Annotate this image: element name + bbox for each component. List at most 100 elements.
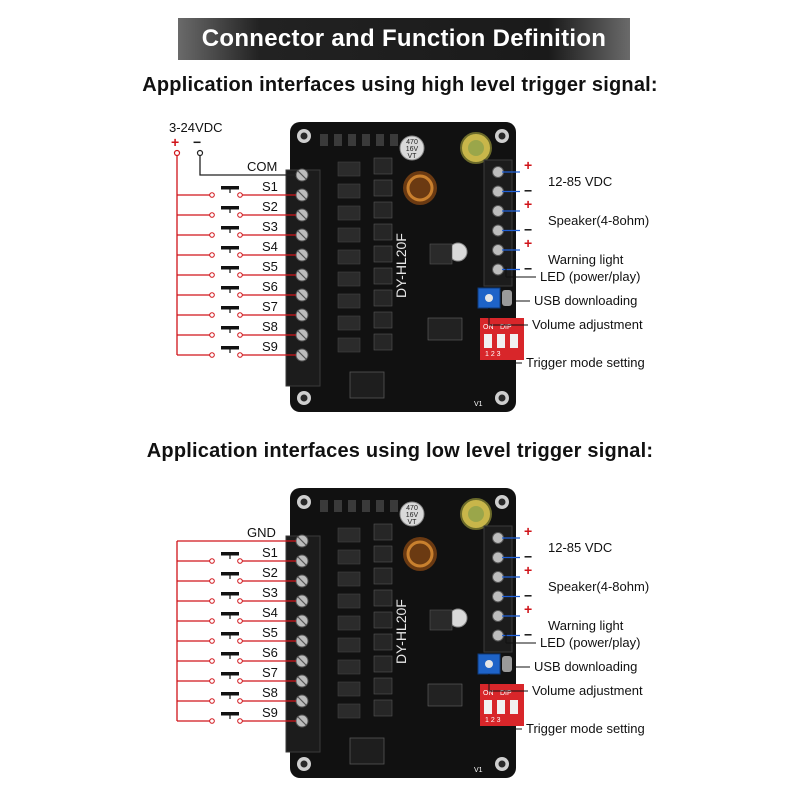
- polarity-plus: +: [524, 523, 532, 539]
- input-label-s1: S1: [262, 179, 278, 194]
- push-button-cap: [221, 712, 239, 716]
- smd-component: [390, 134, 398, 146]
- input-label-s4: S4: [262, 605, 278, 620]
- capacitor-silver: [399, 135, 425, 161]
- input-label-s6: S6: [262, 645, 278, 660]
- input-label-s8: S8: [262, 319, 278, 334]
- switch-contact: [209, 658, 215, 664]
- screw-slot: [297, 190, 307, 200]
- transistor-chip: [373, 157, 393, 175]
- input-label-s5: S5: [262, 259, 278, 274]
- push-button-cap: [221, 306, 239, 310]
- switch-contact: [237, 252, 243, 258]
- switch-contact: [209, 638, 215, 644]
- optocoupler-chip: [337, 205, 361, 221]
- polarity-minus: −: [524, 222, 532, 238]
- capacitor-silver: [399, 501, 425, 527]
- input-label-s6: S6: [262, 279, 278, 294]
- transistor-chip: [373, 633, 393, 651]
- switch-contact: [209, 292, 215, 298]
- cap-text-1: 470: [406, 505, 418, 512]
- polarity-minus: −: [524, 588, 532, 604]
- mounting-hole-center: [498, 760, 506, 768]
- supply-terminal-plus: [173, 149, 181, 157]
- switch-contact: [237, 292, 243, 298]
- optocoupler-chip: [337, 337, 361, 353]
- polarity-minus: −: [524, 627, 532, 643]
- terminal-screw-right: [492, 532, 504, 544]
- mounting-hole-center: [300, 498, 308, 506]
- switch-contact: [237, 192, 243, 198]
- smd-component: [362, 134, 370, 146]
- dip-dip-label: DIP: [500, 690, 512, 697]
- dip-lever: [497, 700, 505, 714]
- switch-contact: [237, 558, 243, 564]
- inductor-winding: [406, 174, 434, 202]
- supply-minus: −: [193, 134, 201, 150]
- smd-component: [376, 134, 384, 146]
- screw-slot: [297, 290, 307, 300]
- screw-slot: [297, 676, 307, 686]
- optocoupler-chip: [337, 681, 361, 697]
- transistor-chip: [373, 311, 393, 329]
- screw-slot: [297, 170, 307, 180]
- screw-slot: [297, 556, 307, 566]
- switch-contact: [209, 212, 215, 218]
- leader-volume: [488, 308, 528, 326]
- label-led: LED (power/play): [540, 269, 640, 284]
- screw-slot: [297, 310, 307, 320]
- polarity-minus: −: [524, 549, 532, 565]
- version-mark: V1: [474, 767, 483, 774]
- supply-plus: +: [171, 134, 179, 150]
- switch-contact: [237, 212, 243, 218]
- transistor-chip: [373, 655, 393, 673]
- transistor-chip: [373, 201, 393, 219]
- push-button-cap: [221, 552, 239, 556]
- dip-lever: [484, 700, 492, 714]
- optocoupler-chip: [337, 703, 361, 719]
- switch-contact: [209, 618, 215, 624]
- label-trigger: Trigger mode setting: [526, 721, 645, 736]
- main-ic: [427, 683, 463, 707]
- smd-component: [362, 500, 370, 512]
- polarity-plus: +: [524, 235, 532, 251]
- optocoupler-chip: [337, 549, 361, 565]
- label-warning: Warning light: [548, 618, 624, 633]
- optocoupler-chip: [337, 593, 361, 609]
- push-button-cap: [221, 266, 239, 270]
- mounting-hole-center: [300, 132, 308, 140]
- transistor-chip: [373, 267, 393, 285]
- push-button-cap: [221, 572, 239, 576]
- optocoupler-chip: [337, 249, 361, 265]
- transistor-chip: [373, 245, 393, 263]
- audio-jack: [349, 737, 385, 765]
- switch-contact: [209, 598, 215, 604]
- optocoupler-chip: [337, 527, 361, 543]
- dip-numbers: 1 2 3: [485, 717, 501, 724]
- cap-text-1: 470: [406, 139, 418, 146]
- optocoupler-chip: [337, 315, 361, 331]
- input-label-s3: S3: [262, 585, 278, 600]
- regulator-chip: [429, 609, 453, 631]
- switch-contact: [209, 192, 215, 198]
- input-label-s9: S9: [262, 339, 278, 354]
- switch-contact: [209, 332, 215, 338]
- transistor-chip: [373, 567, 393, 585]
- mounting-hole-center: [498, 498, 506, 506]
- input-label-s7: S7: [262, 299, 278, 314]
- smd-component: [334, 500, 342, 512]
- leader-volume: [488, 674, 528, 692]
- common-label: GND: [247, 525, 276, 540]
- transistor-chip: [373, 179, 393, 197]
- terminal-screw-right: [492, 224, 504, 237]
- com-wire: [199, 155, 296, 176]
- input-label-s5: S5: [262, 625, 278, 640]
- input-label-s4: S4: [262, 239, 278, 254]
- switch-contact: [237, 352, 243, 358]
- switch-contact: [237, 312, 243, 318]
- label-warning: Warning light: [548, 252, 624, 267]
- screw-slot: [297, 250, 307, 260]
- optocoupler-chip: [337, 183, 361, 199]
- push-button-cap: [221, 246, 239, 250]
